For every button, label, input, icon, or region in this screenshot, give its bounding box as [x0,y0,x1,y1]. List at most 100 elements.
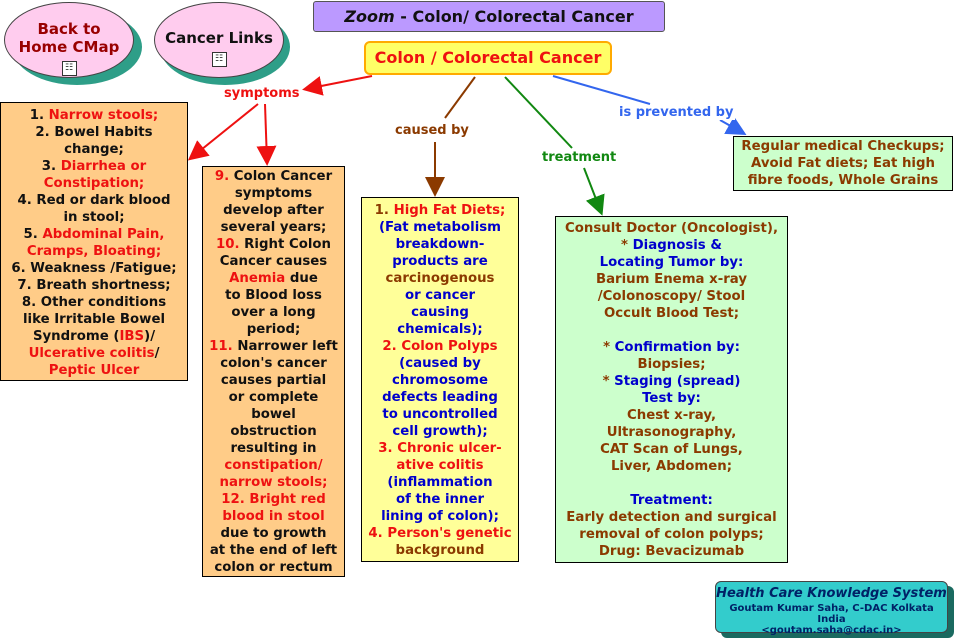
symptoms-mid-line: several years; [203,219,344,236]
text-segment: to Blood loss [225,288,322,303]
concept-map-icon[interactable]: ☷ [211,52,227,67]
symptoms-left-line: 7. Breath shortness; [1,277,187,294]
symptoms-mid-line: colon's cancer [203,355,344,372]
text-segment: breakdown- [395,237,485,252]
text-segment: Colon Cancer [233,169,333,184]
text-segment: change; [64,142,124,157]
text-segment: 10. [215,237,245,252]
text-segment: Constipation; [43,176,145,191]
symptoms-mid-line: Cancer causes [203,253,344,270]
text-segment: Occult Blood Test; [603,306,740,321]
title-prefix: Zoom [344,7,395,26]
back-to-home-button[interactable]: Back to Home CMap ☷ [4,2,134,78]
text-segment: Peptic Ulcer [48,363,140,378]
text-segment: due [285,271,318,286]
text-segment: cell growth); [392,424,488,439]
text-segment: 2. Colon Polyps [382,339,498,354]
symptoms-mid-line: due to growth [203,525,344,542]
text-segment: Treatment: [630,493,713,508]
causes-line: defects leading [362,389,518,406]
text-segment: lining of colon); [381,509,499,524]
text-segment: period; [246,322,301,337]
symptoms-mid-line: 12. Bright red [203,491,344,508]
symptoms-mid-line: to Blood loss [203,287,344,304]
text-segment: Diagnosis & [632,238,722,253]
symptoms-left-line: 4. Red or dark blood [1,192,187,209]
symptoms-left-line: 8. Other conditions [1,294,187,311]
text-segment: 1. [29,108,49,123]
text-segment: resulting in [230,441,317,456]
text-segment: 3. Chronic ulcer- [378,441,502,456]
symptoms-left-line: like Irritable Bowel [1,311,187,328]
causes-line: or cancer [362,287,518,304]
text-segment: Test by: [642,391,701,406]
text-segment: at the end of left [209,543,338,558]
symptoms-left-line: Ulcerative colitis/ [1,345,187,362]
causes-line: background [362,542,518,559]
causes-line: 4. Person's genetic [362,525,518,542]
treatment-line: Locating Tumor by: [556,254,787,271]
text-segment: Locating Tumor by: [599,255,744,270]
link-label-caused-by: caused by [393,123,471,138]
text-segment: / [154,346,160,361]
text-segment: constipation/ [224,458,323,473]
treatment-line: Occult Blood Test; [556,305,787,322]
causes-line: cell growth); [362,423,518,440]
prevention-line: Avoid Fat diets; Eat high [734,155,952,172]
text-segment: Right Colon [244,237,331,252]
text-segment: develop after [223,203,324,218]
concept-map-icon[interactable]: ☷ [61,61,77,76]
symptoms-mid-line: 10. Right Colon [203,236,344,253]
symptoms-mid-line: develop after [203,202,344,219]
symptoms-left-line: 6. Weakness /Fatigue; [1,260,187,277]
text-segment: Early detection and surgical [566,510,777,525]
arrow-prevented-box [719,116,747,135]
text-segment [669,476,674,491]
treatment-line [556,322,787,339]
arrow-root-treatment [504,76,573,149]
root-concept[interactable]: Colon / Colorectal Cancer [364,41,612,75]
text-segment: Chest x-ray, [626,408,717,423]
footer-credits: Health Care Knowledge System Goutam Kuma… [715,581,948,636]
causes-line: 3. Chronic ulcer- [362,440,518,457]
treatment-line: * Diagnosis & [556,237,787,254]
text-segment: * [621,238,633,253]
text-segment: Ultrasonography, [606,425,737,440]
text-segment: 6. Weakness /Fatigue; [11,261,177,276]
text-segment: carcinogenous [385,271,495,286]
text-segment: or complete [228,390,319,405]
symptoms-mid-line: period; [203,321,344,338]
link-label-symptoms: symptoms [222,86,302,101]
text-segment: Biopsies; [637,357,706,372]
causes-line: to uncontrolled [362,406,518,423]
cancer-links-button[interactable]: Cancer Links ☷ [154,2,284,78]
treatment-line: removal of colon polyps; [556,526,787,543]
text-segment: 5. [23,227,43,242]
text-segment: bowel [251,407,296,422]
text-segment: background [395,543,485,558]
text-segment [669,323,674,338]
symptoms-mid-line: at the end of left [203,542,344,559]
text-segment: IBS [119,329,145,344]
text-segment: ative colitis [396,458,484,473]
symptoms-left-line: 2. Bowel Habits [1,124,187,141]
symptoms-left-line: Syndrome (IBS)/ [1,328,187,345]
text-segment: removal of colon polyps; [579,527,764,542]
symptoms-mid-line: obstruction [203,423,344,440]
causes-line: 1. High Fat Diets; [362,202,518,219]
treatment-line: Early detection and surgical [556,509,787,526]
text-segment: blood in stool [222,509,325,524]
text-segment: several years; [220,220,327,235]
causes-line: causing [362,304,518,321]
symptoms-left-line: 3. Diarrhea or [1,158,187,175]
text-segment: Narrower left [237,339,338,354]
symptoms-mid-line: Anemia due [203,270,344,287]
text-segment: due to growth [220,526,327,541]
treatment-box[interactable]: Consult Doctor (Oncologist),* Diagnosis … [555,216,788,563]
causes-line: carcinogenous [362,270,518,287]
prevention-box[interactable]: Regular medical Checkups;Avoid Fat diets… [733,136,953,191]
text-segment: causing [411,305,469,320]
